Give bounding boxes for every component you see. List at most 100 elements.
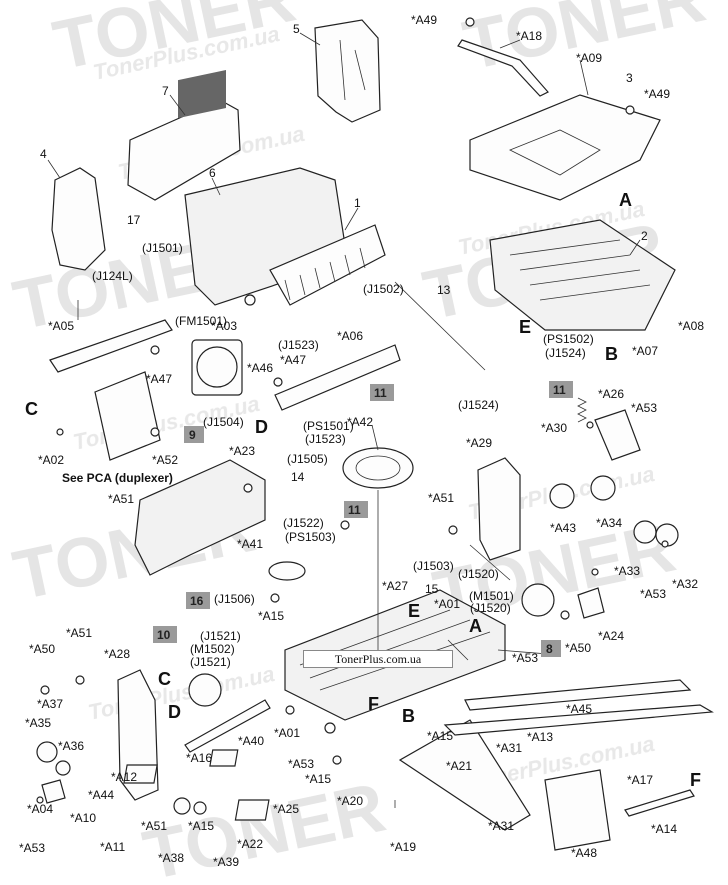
label-A34: *A34 [596,516,622,530]
connector-J1521: (J1521) [200,629,241,643]
connector-J1523: (J1523) [278,338,319,352]
letter-A: A [619,190,632,210]
letter-A: A [469,616,482,636]
label-A25: *A25 [273,802,299,816]
part-A24-bracket [577,587,605,619]
label-A15: *A15 [305,772,331,786]
label-A27: *A27 [382,579,408,593]
leader-lines [47,32,641,808]
connector-J1522: (J1522) [283,516,324,530]
badge-16: 16 [186,592,210,609]
badge-11-right: 11 [549,381,573,398]
label-A14: *A14 [651,822,677,836]
badge-8: 8 [541,640,561,657]
connector-J1524: (J1524) [458,398,499,412]
letter-E: E [519,317,531,337]
connector-J1501: (J1501) [142,241,183,255]
letter-F: F [690,770,701,790]
connector-J1520: (J1520) [458,567,499,581]
letter-B: B [605,344,618,364]
connector-J1506: (J1506) [214,592,255,606]
svg-text:8: 8 [546,642,553,656]
label-17: 17 [127,213,141,227]
badge-10: 10 [153,626,177,643]
connector-J1521: (J1521) [190,655,231,669]
badge-9: 9 [184,426,204,443]
part-A18-bracket [457,39,549,97]
label-A39: *A39 [213,855,239,869]
letter-D: D [255,417,268,437]
part-5-top-cover [314,19,381,123]
connector-PS1502: (PS1502) [543,332,594,346]
label-A18: *A18 [516,29,542,43]
label-A26: *A26 [598,387,624,401]
label-A53: *A53 [288,757,314,771]
label-A02: *A02 [38,453,64,467]
connector-J1505: (J1505) [287,452,328,466]
part-A13-rail [464,679,692,711]
label-A05: *A05 [48,319,74,333]
badge-11-upper: 11 [370,384,394,401]
svg-text:11: 11 [348,503,361,517]
center-caption: TonerPlus.com.ua [303,650,453,668]
part-3-tray [469,94,661,201]
part-A19-plate [234,799,270,821]
label-A01: *A01 [434,597,460,611]
svg-text:10: 10 [157,628,171,642]
label-A07: *A07 [632,344,658,358]
connector-J1504: (J1504) [203,415,244,429]
part-A20-plate [209,749,239,767]
label-A06: *A06 [337,329,363,343]
label-A28: *A28 [104,647,130,661]
part-A33-gear [633,520,657,544]
label-A04: *A04 [27,802,53,816]
part-1-roller-bar [269,224,386,306]
fasteners [36,17,669,804]
part-A15-gear [193,801,207,815]
label-A11: *A11 [100,840,125,854]
part-2-output-tray [489,219,676,331]
connector-J1524: (J1524) [545,346,586,360]
part-M1502-motor [188,673,222,707]
label-A30: *A30 [541,421,567,435]
part-4-side-cover [51,167,106,271]
label-2: 2 [641,229,648,243]
label-A41: *A41 [237,537,263,551]
label-A15: *A15 [188,819,214,833]
label-A10: *A10 [70,811,96,825]
label-A50: *A50 [565,641,591,655]
part-A21-bar [398,719,531,831]
label-A21: *A21 [446,759,472,773]
connector-M1502: (M1502) [190,642,235,656]
label-A03: *A03 [211,319,237,333]
part-A42-wheel [342,447,414,489]
label-A24: *A24 [598,629,624,643]
label-6: 6 [209,166,216,180]
label-A08: *A08 [678,319,704,333]
connector-FM1501: (FM1501) [175,314,227,328]
letter-B: B [402,706,415,726]
label-A47: *A47 [280,353,306,367]
label-A47: *A47 [146,372,172,386]
label-A45: *A45 [566,702,592,716]
label-A32: *A32 [672,577,698,591]
label-A53: *A53 [19,841,45,855]
label-A44: *A44 [88,788,114,802]
connector-J1502: (J1502) [363,282,404,296]
label-A53: *A53 [640,587,666,601]
note-see-pca: See PCA (duplexer) [62,471,173,485]
part-A34-gear [590,475,616,501]
label-A01: *A01 [274,726,300,740]
part-7-mesh [178,69,226,119]
part-A35-gear [36,741,58,763]
label-13: 13 [437,283,451,297]
label-A22: *A22 [237,837,263,851]
label-A52: *A52 [152,453,178,467]
part-A41-gear [268,561,306,581]
connector-J124L: (J124L) [92,269,133,283]
part-A14-rod [624,789,695,817]
part-A05-rail [49,319,173,373]
part-A36-gear [55,760,71,776]
label-A23: *A23 [229,444,255,458]
part-drawings [36,17,714,851]
